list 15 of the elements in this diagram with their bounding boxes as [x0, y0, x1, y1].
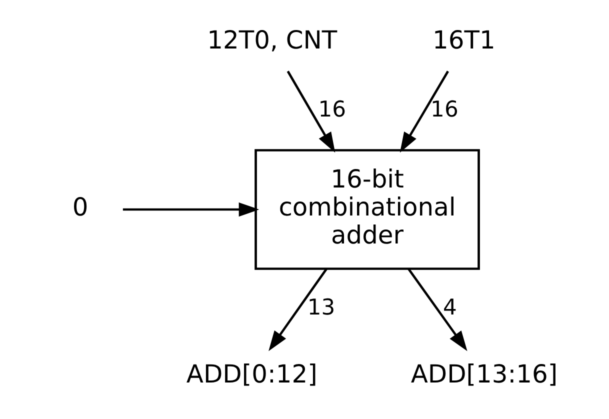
edge-label: 16	[430, 97, 458, 122]
arrow	[408, 268, 468, 352]
edge-label: 13	[307, 295, 336, 320]
edge-label: 16	[318, 97, 346, 122]
node-text: 16T1	[432, 26, 496, 55]
arrow	[122, 202, 260, 217]
node-text: ADD[13:16]	[410, 359, 558, 388]
arrow	[286, 70, 336, 153]
node-text: 0	[72, 192, 88, 222]
node-text: 12T0, CNT	[207, 26, 338, 55]
node-text: ADD[0:12]	[186, 359, 318, 388]
edge-label: 4	[442, 295, 457, 320]
arrow	[400, 70, 449, 153]
arrow	[268, 268, 328, 352]
node-box: 16-bit combinational adder	[254, 149, 480, 270]
